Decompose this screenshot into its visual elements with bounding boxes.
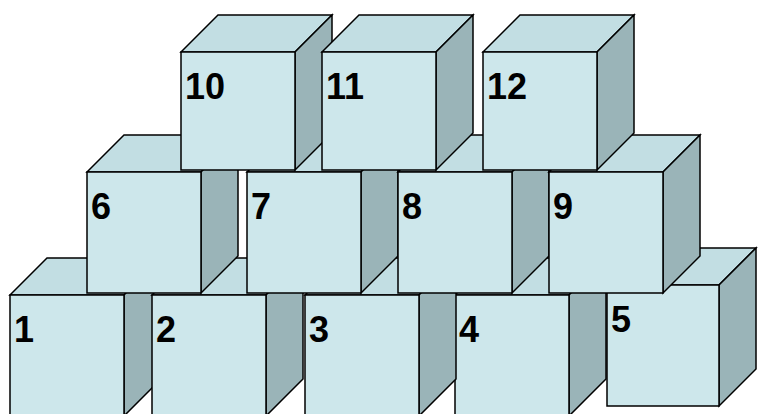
cube-number: 4: [459, 310, 479, 350]
cube-top-face: [87, 135, 238, 172]
cube-number: 2: [156, 310, 176, 350]
cube-top-face: [455, 258, 606, 295]
cube-front-face: [607, 285, 719, 406]
cube-front-face: [483, 52, 597, 170]
cube: 11: [322, 15, 473, 170]
cube-number: 3: [309, 310, 329, 350]
cube-front-face: [398, 172, 512, 293]
cube-top-face: [10, 258, 161, 295]
cube-side-face: [569, 258, 606, 414]
cube-number: 9: [553, 187, 573, 227]
cube-top-face: [247, 135, 398, 172]
cube-top-face: [305, 258, 456, 295]
cube-number: 10: [185, 67, 225, 107]
cube-number: 1: [14, 310, 34, 350]
cube-front-face: [181, 52, 295, 170]
cube-front-face: [305, 295, 419, 414]
cube-front-face: [10, 295, 124, 414]
cube-front-face: [455, 295, 569, 414]
cube-front-face: [247, 172, 361, 293]
cube-side-face: [719, 248, 756, 406]
cube-side-face: [266, 258, 303, 414]
cube: 12: [483, 15, 634, 170]
cube-number: 8: [402, 187, 422, 227]
cube-top-face: [398, 135, 549, 172]
cube: 10: [181, 15, 332, 170]
cube-front-face: [87, 172, 201, 293]
cube-number: 6: [91, 187, 111, 227]
cube-front-face: [152, 295, 266, 414]
cube-front-face: [549, 172, 663, 293]
cube-top-face: [152, 258, 303, 295]
cube-side-face: [419, 258, 456, 414]
cube-front-face: [322, 52, 436, 170]
cube-number: 11: [326, 67, 364, 107]
cube-number: 12: [487, 67, 527, 107]
cube-number: 5: [611, 300, 631, 340]
cube-number: 7: [251, 187, 271, 227]
